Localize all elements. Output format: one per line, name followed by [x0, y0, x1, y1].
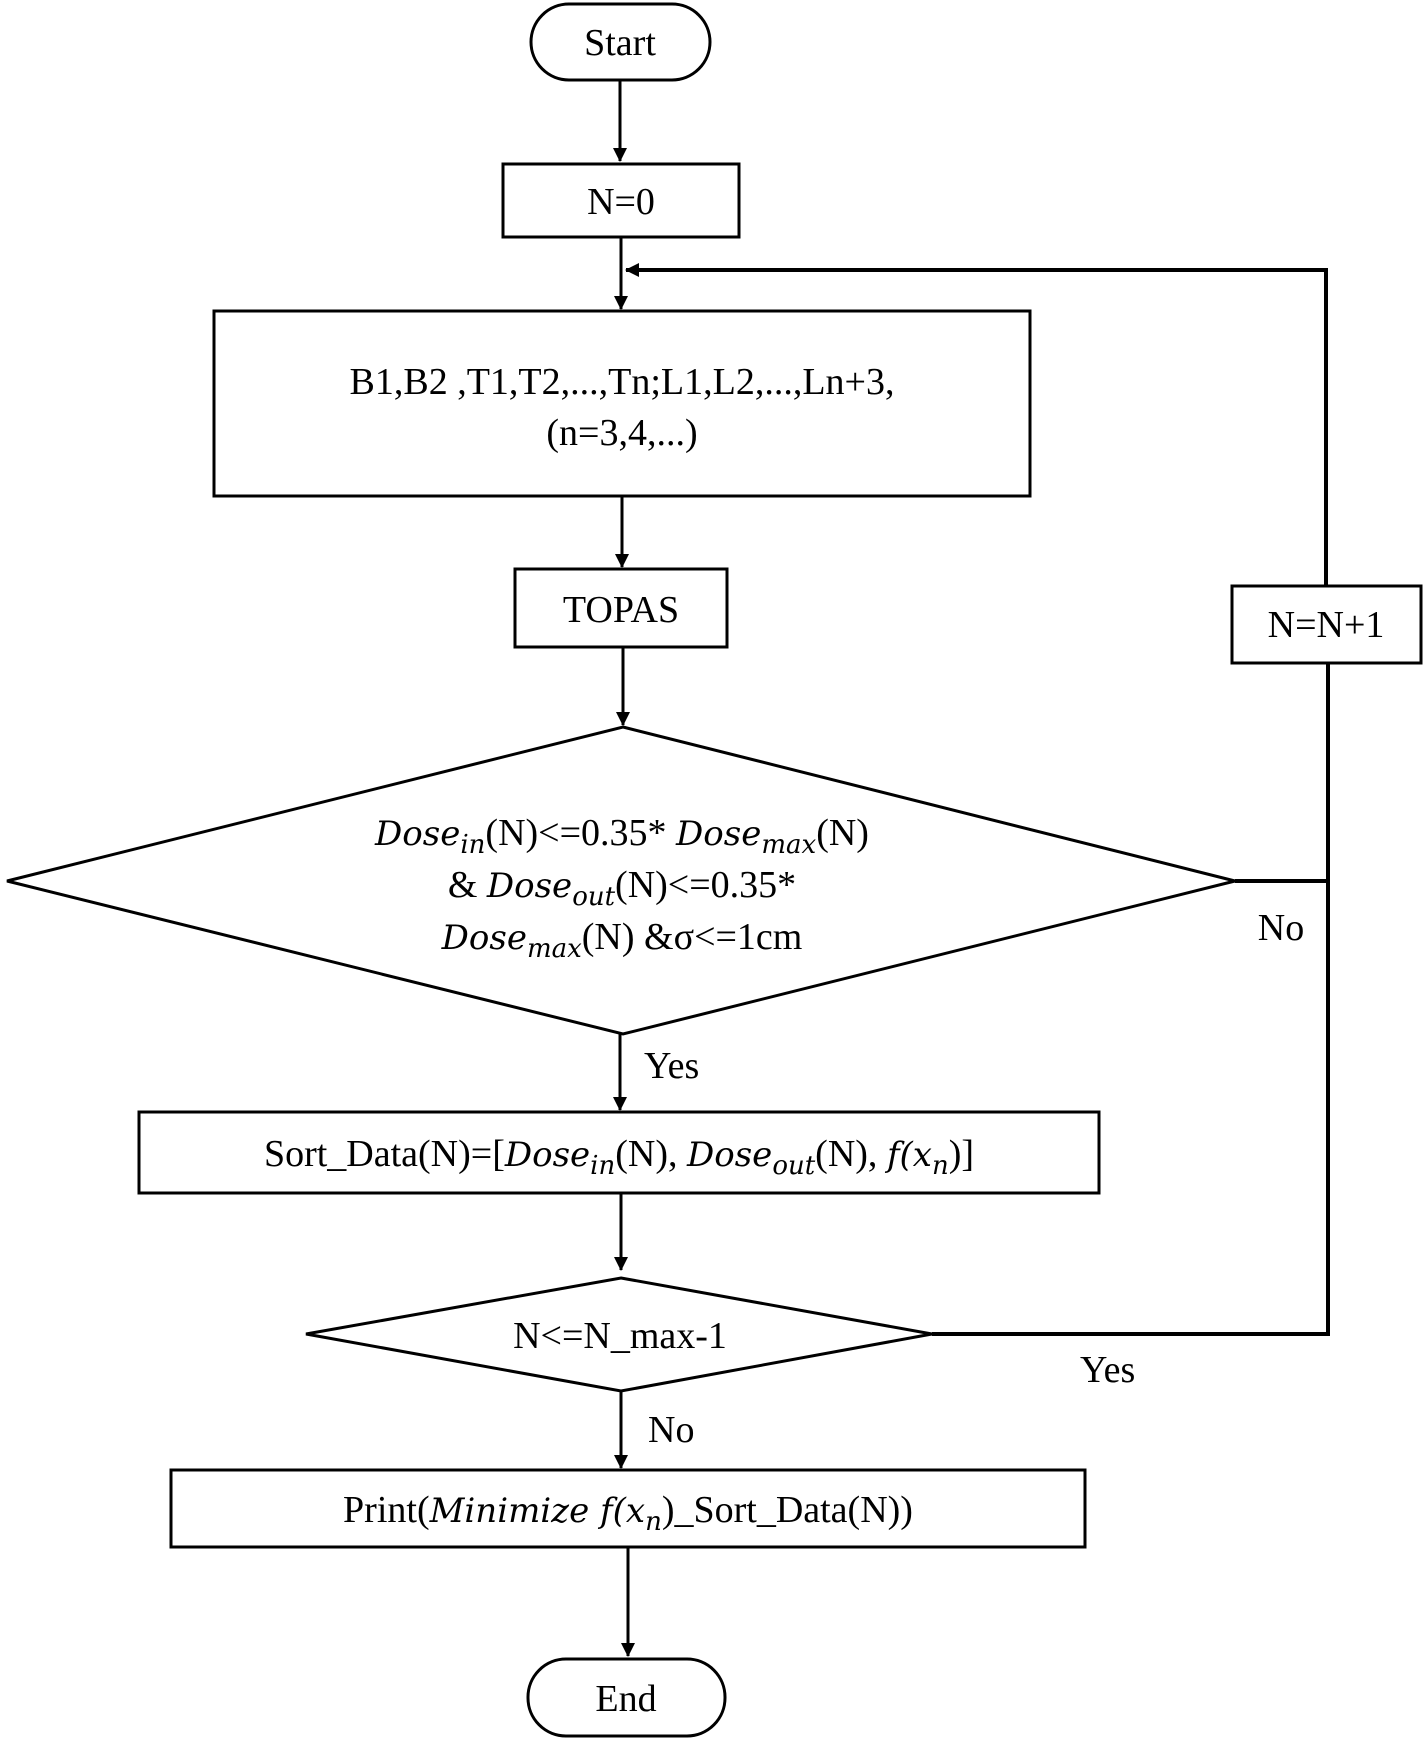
dose-check-line3: Dosemax(N) &σ<=1cm [441, 916, 803, 964]
increment-node: N=N+1 [1230, 584, 1423, 665]
dose-yes-label: Yes [644, 1045, 699, 1087]
init-label: N=0 [587, 181, 655, 223]
topas-label: TOPAS [563, 589, 679, 631]
iter-no-label: No [648, 1409, 694, 1451]
sort-label: Sort_Data(N)=[Dosein(N), Doseout(N), f(x… [264, 1133, 974, 1181]
edge-iter-yes [932, 663, 1330, 1336]
end-label: End [595, 1678, 656, 1720]
dose-check-line1: Dosein(N)<=0.35* Dosemax(N) [374, 812, 869, 860]
start-node: Start [529, 2, 712, 82]
params-label-line2: (n=3,4,...) [546, 412, 697, 454]
iter-yes-label: Yes [1080, 1349, 1135, 1391]
iter-check-node: N<=N_max-1 [305, 1276, 933, 1393]
end-node: End [526, 1657, 727, 1738]
topas-node: TOPAS [513, 567, 729, 649]
params-node: B1,B2 ,T1,T2,...,Tn;L1,L2,...,Ln+3, (n=3… [212, 309, 1032, 498]
sort-node: Sort_Data(N)=[Dosein(N), Doseout(N), f(x… [137, 1110, 1101, 1195]
print-label: Print(Minimize f(xn)_Sort_Data(N)) [343, 1489, 913, 1537]
start-label: Start [584, 22, 656, 64]
print-node: Print(Minimize f(xn)_Sort_Data(N)) [169, 1468, 1087, 1549]
iter-check-label: N<=N_max-1 [513, 1315, 727, 1357]
edge-loop-back [625, 263, 1328, 586]
init-node: N=0 [501, 162, 741, 239]
params-label-line1: B1,B2 ,T1,T2,...,Tn;L1,L2,...,Ln+3, [350, 361, 895, 403]
dose-check-node: Dosein(N)<=0.35* Dosemax(N) & Doseout(N)… [6, 725, 1236, 1036]
increment-label: N=N+1 [1268, 604, 1385, 646]
dose-no-label: No [1258, 907, 1304, 949]
dose-check-line2: & Doseout(N)<=0.35* [448, 864, 796, 912]
